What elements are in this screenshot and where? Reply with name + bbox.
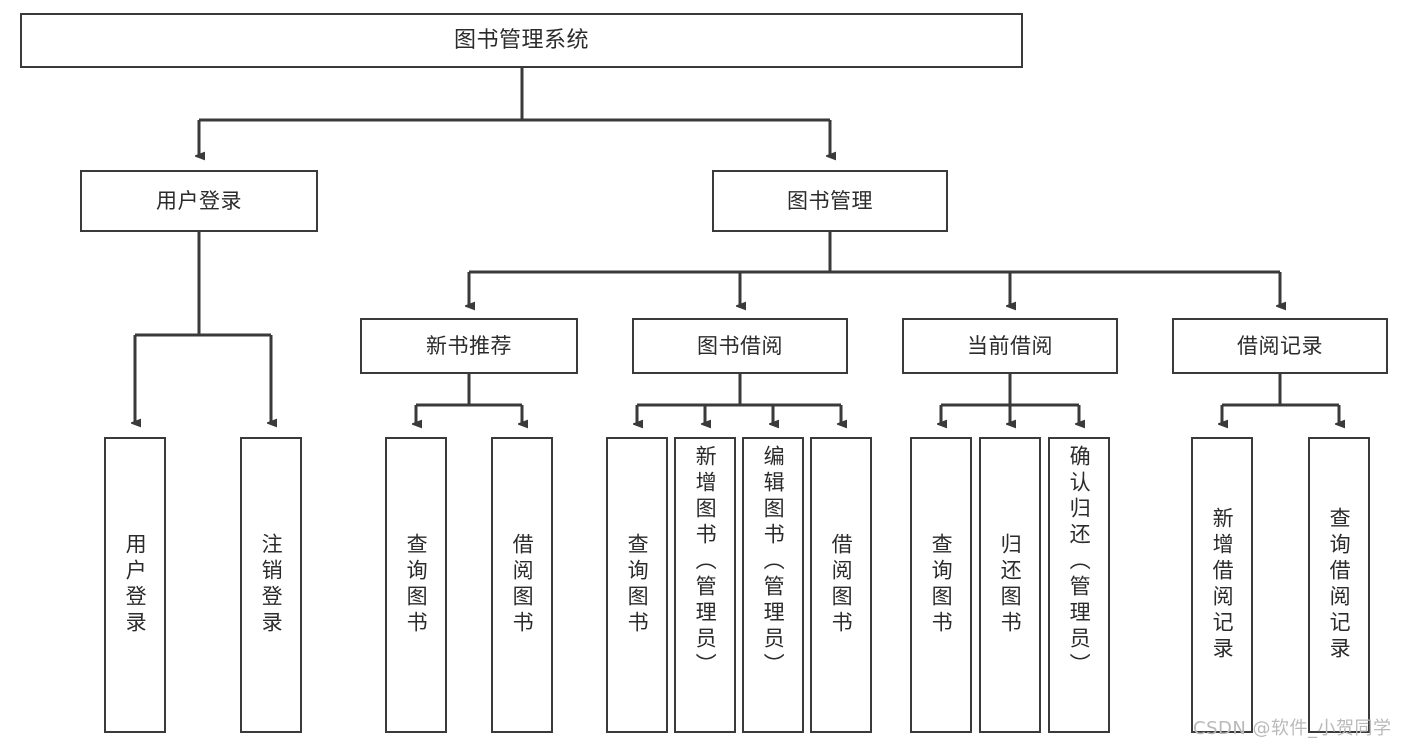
node-label: 注销登录 (259, 533, 284, 637)
node-label: 图书管理 (787, 188, 873, 213)
node-leaf-add-record[interactable]: 新增借阅记录 (1191, 437, 1253, 733)
node-leaf-query-book-2[interactable]: 查询图书 (606, 437, 668, 733)
node-label: 确认归还（管理员） (1067, 445, 1092, 679)
node-label: 图书借阅 (697, 333, 783, 358)
node-label: 查询图书 (625, 533, 650, 637)
node-new-book-recommend[interactable]: 新书推荐 (360, 318, 578, 374)
node-label: 用户登录 (123, 533, 148, 637)
node-book-management[interactable]: 图书管理 (712, 170, 948, 232)
node-label: 编辑图书（管理员） (761, 445, 786, 679)
node-label: 借阅记录 (1237, 333, 1323, 358)
node-leaf-confirm-return[interactable]: 确认归还（管理员） (1048, 437, 1110, 733)
node-label: 图书管理系统 (453, 27, 589, 53)
node-borrow-record[interactable]: 借阅记录 (1172, 318, 1388, 374)
node-book-borrow[interactable]: 图书借阅 (632, 318, 848, 374)
node-book-management-system[interactable]: 图书管理系统 (20, 13, 1023, 68)
node-leaf-query-record[interactable]: 查询借阅记录 (1308, 437, 1370, 733)
node-leaf-add-book[interactable]: 新增图书（管理员） (674, 437, 736, 733)
node-leaf-borrow-book-2[interactable]: 借阅图书 (810, 437, 872, 733)
node-leaf-query-book-3[interactable]: 查询图书 (910, 437, 972, 733)
node-label: 借阅图书 (510, 533, 535, 637)
node-leaf-user-login[interactable]: 用户登录 (104, 437, 166, 733)
node-label: 查询图书 (404, 533, 429, 637)
node-label: 查询图书 (929, 533, 954, 637)
node-user-login[interactable]: 用户登录 (80, 170, 318, 232)
node-label: 新书推荐 (426, 333, 512, 358)
node-label: 当前借阅 (967, 333, 1053, 358)
node-leaf-borrow-book-1[interactable]: 借阅图书 (491, 437, 553, 733)
node-label: 新增借阅记录 (1210, 507, 1235, 663)
node-label: 新增图书（管理员） (693, 445, 718, 679)
node-leaf-logout-login[interactable]: 注销登录 (240, 437, 302, 733)
node-label: 查询借阅记录 (1327, 507, 1352, 663)
node-current-borrow[interactable]: 当前借阅 (902, 318, 1118, 374)
node-leaf-query-book-1[interactable]: 查询图书 (385, 437, 447, 733)
node-leaf-return-book[interactable]: 归还图书 (979, 437, 1041, 733)
node-label: 归还图书 (998, 533, 1023, 637)
node-label: 用户登录 (156, 188, 242, 213)
node-label: 借阅图书 (829, 533, 854, 637)
node-leaf-edit-book[interactable]: 编辑图书（管理员） (742, 437, 804, 733)
